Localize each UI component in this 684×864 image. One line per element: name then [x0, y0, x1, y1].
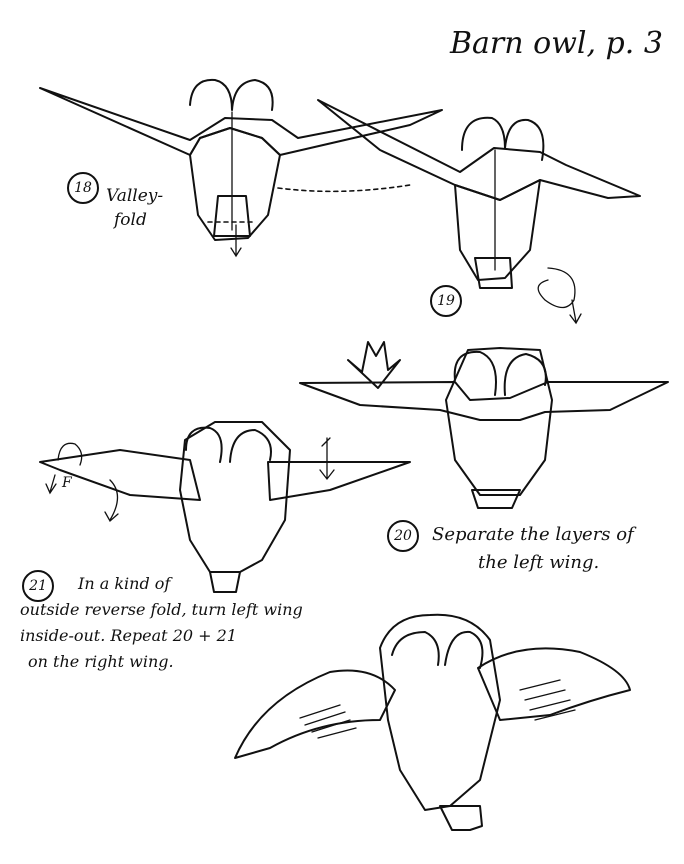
step-20-text-line-2: the left wing. — [478, 552, 600, 573]
step-19-number: 19 — [430, 285, 462, 317]
fold-mark-f: F — [62, 475, 72, 491]
step-18-model — [39, 78, 443, 258]
page-title: Barn owl, p. 3 — [450, 26, 663, 61]
step-21-text-line-2: outside reverse fold, turn left wing — [20, 600, 303, 619]
step-18-number: 18 — [67, 172, 99, 204]
step-21-model — [39, 421, 411, 593]
step-21-text-line-3: inside-out. Repeat 20 + 21 — [20, 626, 237, 645]
final-owl-model — [234, 613, 631, 831]
step-18-text-line-1: Valley- — [106, 186, 164, 206]
step-21-number: 21 — [22, 570, 54, 602]
transition-arrow — [277, 184, 411, 193]
step-21-text-line-4: on the right wing. — [28, 652, 174, 671]
step-20-model — [299, 341, 669, 509]
step-20-number: 20 — [387, 520, 419, 552]
step-18-text-line-2: fold — [114, 210, 147, 230]
step-21-text-line-1: In a kind of — [78, 574, 171, 593]
step-19-model — [317, 99, 641, 325]
step-20-text-line-1: Separate the layers of — [432, 524, 634, 545]
